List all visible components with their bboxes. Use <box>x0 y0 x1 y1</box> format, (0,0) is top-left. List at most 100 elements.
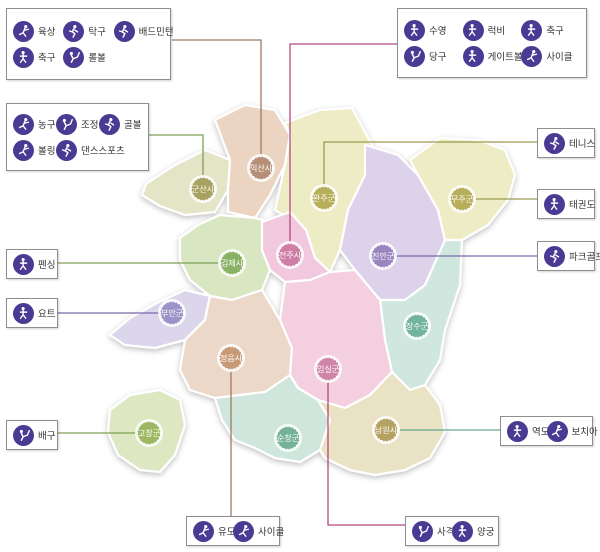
region-badge-sunchang[interactable]: 순창군 <box>274 424 302 452</box>
sport-label: 수영 <box>429 26 447 37</box>
region-badge-wanju[interactable]: 완주군 <box>310 184 338 212</box>
sport-label: 축구 <box>546 26 564 37</box>
basketball-icon <box>13 113 34 135</box>
region-label: 무주군 <box>451 195 473 204</box>
sport-label: 럭비 <box>487 26 506 37</box>
rollball-icon <box>63 46 85 68</box>
sport-label: 양궁 <box>477 527 495 538</box>
boccia-icon <box>546 420 568 442</box>
sport-item[interactable]: 축구 <box>13 44 63 70</box>
archery-icon <box>452 520 473 542</box>
sport-item[interactable]: 배드민턴 <box>113 18 174 44</box>
sport-item[interactable]: 탁구 <box>63 18 113 44</box>
taekwondo-icon <box>544 193 565 215</box>
region-badge-jeonju[interactable]: 전주시 <box>276 241 304 269</box>
sport-label: 탁구 <box>88 27 106 38</box>
sport-item[interactable]: 태권도 <box>544 191 595 217</box>
callout-gimje: 펜싱 <box>6 249 58 279</box>
region-gunsan[interactable] <box>140 148 232 217</box>
sport-item[interactable]: 댄스스포츠 <box>56 137 125 163</box>
sport-label: 펜싱 <box>38 260 56 271</box>
region-badge-buan[interactable]: 부안군 <box>158 299 186 327</box>
sport-item[interactable]: 수영 <box>404 17 463 43</box>
sport-item[interactable]: 펜싱 <box>13 251 55 277</box>
region-badge-jinan[interactable]: 진안군 <box>369 242 397 270</box>
callout-jinan: 파크골프 <box>537 241 600 271</box>
sport-label: 농구 <box>38 120 56 131</box>
leader-line-wanju_tennis <box>323 141 537 198</box>
region-label: 정읍시 <box>220 353 242 363</box>
sport-item[interactable]: 사이클 <box>233 518 284 544</box>
callout-wanju-tennis: 테니스 <box>537 128 595 158</box>
region-badge-iksan[interactable]: 익산시 <box>247 154 275 182</box>
yacht-icon <box>13 302 34 324</box>
rowing-icon <box>56 113 77 135</box>
sport-item[interactable]: 사이클 <box>521 43 580 69</box>
region-label: 부안군 <box>161 308 183 318</box>
region-badge-gimje[interactable]: 김제시 <box>218 249 246 277</box>
dancesport-icon <box>56 139 77 161</box>
region-badge-gunsan[interactable]: 군산시 <box>189 175 217 203</box>
billiards-icon <box>404 45 425 67</box>
sport-label: 배구 <box>38 431 56 442</box>
leader-line-wanju <box>289 43 397 250</box>
sport-item[interactable]: 조정 <box>56 111 99 137</box>
cycling-icon <box>521 45 543 67</box>
region-badge-gochang[interactable]: 고창군 <box>135 419 163 447</box>
soccer-icon <box>521 19 543 41</box>
callout-imsil: 사격 양궁 <box>405 516 499 546</box>
sport-item[interactable]: 축구 <box>521 17 580 43</box>
sport-label: 골볼 <box>124 120 142 131</box>
sport-label: 볼링 <box>38 146 56 157</box>
sport-item[interactable]: 요트 <box>13 300 55 326</box>
sport-item[interactable]: 볼링 <box>13 137 56 163</box>
sport-label: 롤볼 <box>88 53 106 64</box>
sport-item[interactable]: 럭비 <box>462 17 522 43</box>
sport-label: 게이트볼 <box>487 52 523 63</box>
sport-item[interactable]: 테니스 <box>544 130 595 156</box>
sport-item[interactable]: 골볼 <box>99 111 142 137</box>
region-label: 순창군 <box>277 434 299 443</box>
region-badge-muju[interactable]: 무주군 <box>448 185 476 213</box>
sport-label: 사이클 <box>258 527 285 538</box>
sport-label: 유도 <box>218 527 236 538</box>
shooting-icon <box>412 520 433 542</box>
region-label: 김제시 <box>221 258 243 268</box>
swimming-icon <box>404 19 425 41</box>
sport-item[interactable]: 당구 <box>404 43 463 69</box>
leader-line-imsil <box>327 369 405 526</box>
sport-item[interactable]: 파크골프 <box>544 243 600 269</box>
sport-item[interactable]: 농구 <box>13 111 56 137</box>
judo-icon <box>193 520 214 542</box>
sport-label: 역도 <box>532 427 550 438</box>
sport-item[interactable]: 배구 <box>13 422 55 448</box>
sport-item[interactable]: 롤볼 <box>63 44 113 70</box>
region-label: 전주시 <box>279 250 301 260</box>
sport-item[interactable]: 역도 <box>507 418 550 444</box>
sport-label: 테니스 <box>569 139 596 150</box>
sport-label: 육상 <box>38 27 56 38</box>
sport-item[interactable]: 보치아 <box>546 418 598 444</box>
cycling-icon <box>233 520 254 542</box>
sport-item[interactable]: 사격 <box>412 518 454 544</box>
sport-item[interactable]: 육상 <box>13 18 63 44</box>
region-badge-jeongeup[interactable]: 정읍시 <box>217 344 245 372</box>
fencing-icon <box>13 253 34 275</box>
soccer-icon <box>13 46 34 68</box>
region-badge-imsil[interactable]: 임실군 <box>314 355 342 383</box>
gateball-icon <box>462 45 484 67</box>
sport-item[interactable]: 양궁 <box>452 518 495 544</box>
sport-item[interactable]: 게이트볼 <box>462 43 523 69</box>
region-badge-jangsu[interactable]: 장수군 <box>403 312 431 340</box>
sport-label: 태권도 <box>569 200 596 211</box>
sport-label: 사이클 <box>546 52 573 63</box>
sport-label: 배드민턴 <box>138 27 174 38</box>
sport-item[interactable]: 유도 <box>193 518 236 544</box>
runner-icon <box>13 20 34 42</box>
region-badge-namwon[interactable]: 남원시 <box>372 416 400 444</box>
region-label: 완주군 <box>313 194 335 203</box>
tennis-icon <box>544 132 565 154</box>
